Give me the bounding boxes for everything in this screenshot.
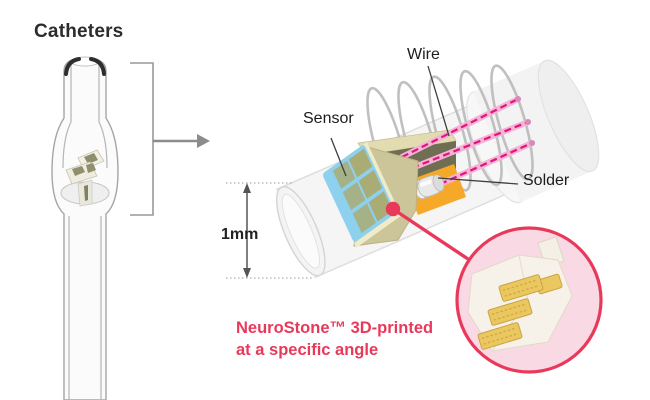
- gold-bar: [498, 274, 544, 302]
- catheter-tube: [51, 57, 119, 400]
- sensor-cells: [332, 148, 393, 233]
- sensor-plate: [323, 141, 402, 248]
- annotation-line-2: at a specific angle: [236, 341, 379, 359]
- callout-dot-icon: [385, 201, 401, 217]
- inset-part: [467, 236, 573, 352]
- solder-leader: [437, 177, 519, 185]
- dimension-arrow-icon: [243, 183, 251, 278]
- page-title: Catheters: [34, 21, 124, 42]
- sensor-leader: [330, 137, 347, 177]
- wire-label: Wire: [407, 46, 440, 63]
- dimension-label: 1mm: [221, 226, 259, 243]
- catheter-illustration: [51, 56, 119, 400]
- catheter-tip-marks: [64, 57, 106, 76]
- catheter-device: [65, 149, 105, 207]
- wire-leader: [427, 65, 450, 137]
- annotation-line-1: NeuroStone™ 3D-printed: [236, 319, 434, 337]
- callout-line: [392, 207, 469, 261]
- gold-bar: [477, 322, 523, 350]
- arrow-right-icon: [153, 134, 210, 148]
- solder-label: Solder: [523, 172, 570, 189]
- range-bracket: [130, 62, 154, 216]
- dimension-indicator: [226, 182, 312, 279]
- sensor-label: Sensor: [303, 110, 354, 127]
- annotation-text: NeuroStone™ 3D-printed at a specific ang…: [236, 317, 433, 361]
- gold-bar: [487, 298, 533, 326]
